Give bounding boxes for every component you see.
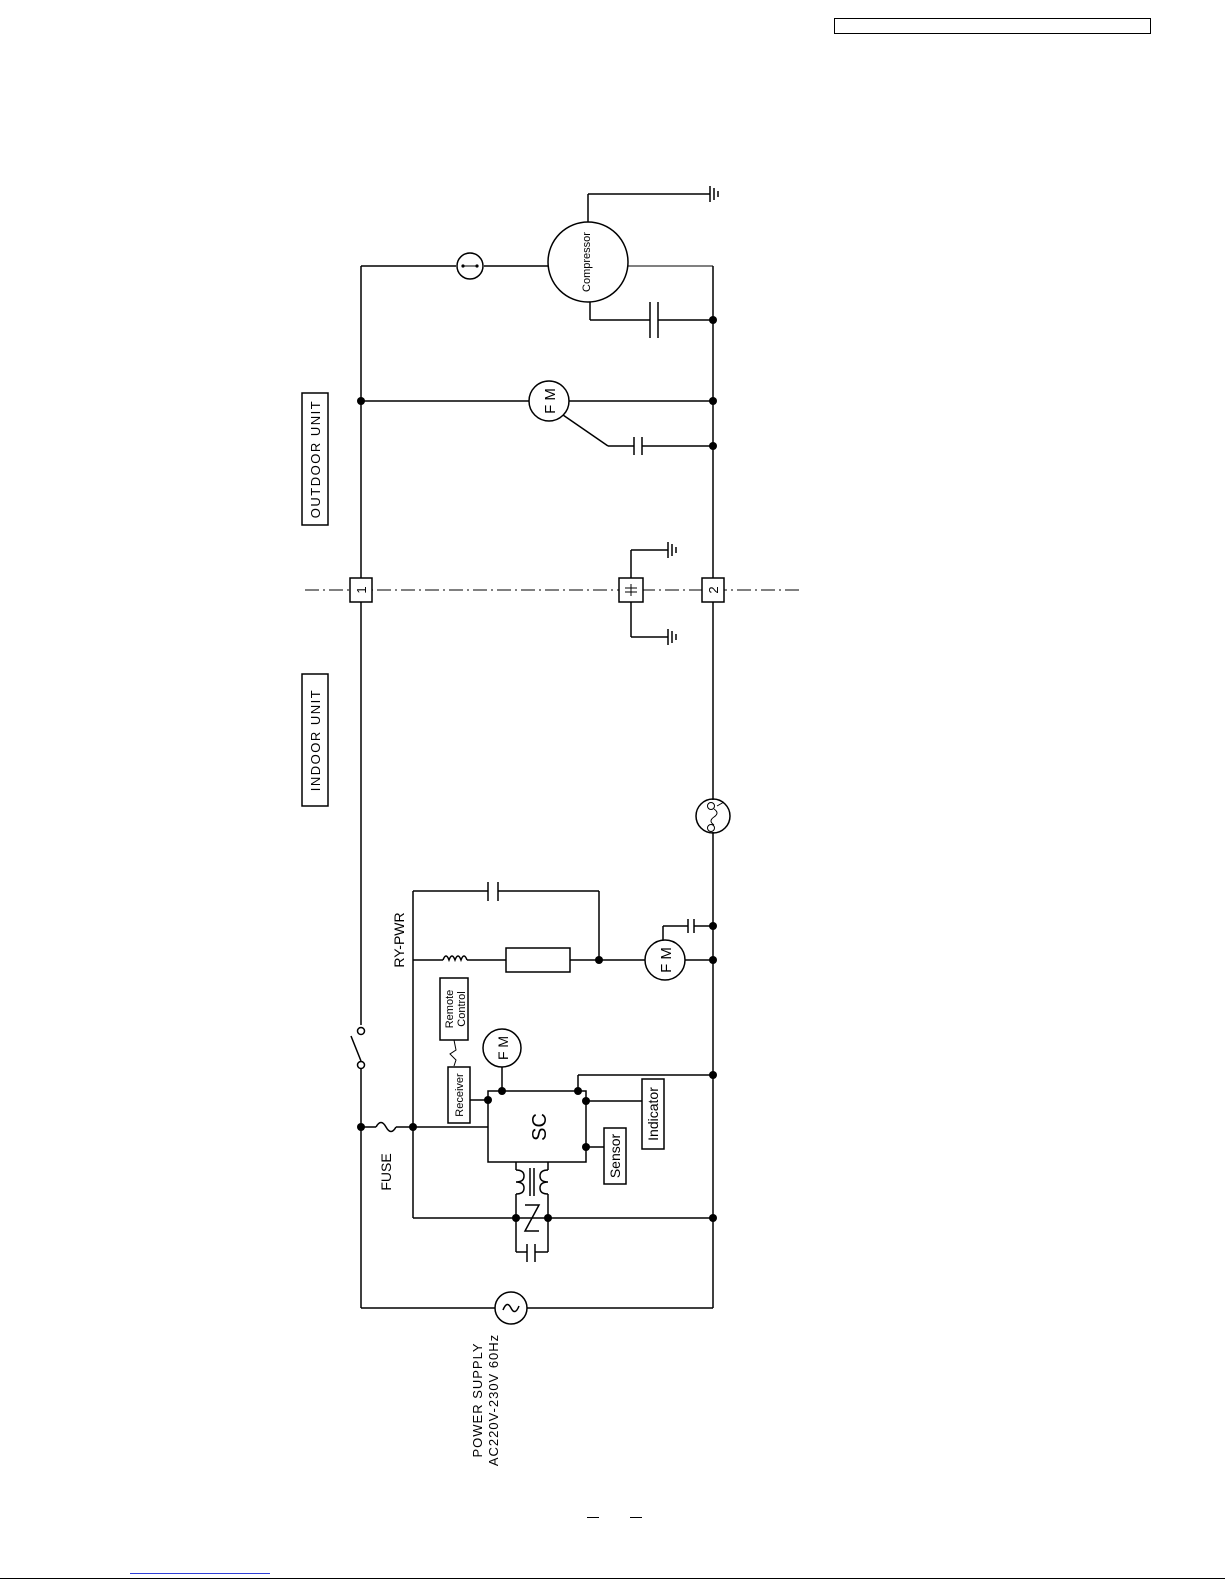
junction-dot (709, 922, 717, 930)
junction-dot (709, 1214, 717, 1222)
overload-protector-icon (457, 253, 483, 279)
ground-icon (668, 629, 676, 645)
indicator-label: Indicator (645, 1087, 661, 1141)
outdoor-unit-box: OUTDOOR UNIT (302, 393, 328, 525)
indicator-box: Indicator (642, 1079, 664, 1149)
louver-motor-label: F M (495, 1036, 511, 1060)
line-n (628, 266, 713, 1308)
terminal-1: 1 (350, 578, 372, 602)
sensor-box: Sensor (604, 1128, 626, 1184)
transformer-icon (516, 1162, 548, 1218)
junction-dot (709, 956, 717, 964)
indoor-fan-motor-label: F M (658, 947, 675, 973)
controller-label: SC (529, 1113, 551, 1141)
earth-terminal (619, 550, 668, 637)
compressor-icon: Compressor (548, 222, 628, 302)
remote-control-box: Remote Control (440, 978, 468, 1040)
indoor-fan-motor-icon: F M (645, 940, 685, 980)
compressor-capacitor-icon (650, 302, 658, 338)
power-supply-label-1: POWER SUPPLY (470, 1342, 485, 1457)
ac-source-icon (495, 1292, 527, 1324)
ir-signal-icon (450, 1040, 456, 1066)
junction-dot (709, 1071, 717, 1079)
outdoor-unit-label: OUTDOOR UNIT (308, 400, 323, 518)
indoor-fan-capacitor-icon (688, 919, 694, 933)
line-l (361, 266, 548, 1308)
terminal-1-label: 1 (354, 586, 369, 593)
junction-dot (709, 316, 717, 324)
junction-dot (709, 442, 717, 450)
receiver-label: Receiver (454, 1073, 466, 1117)
ground-icon (710, 186, 718, 202)
ground-icon (668, 542, 676, 558)
controller-box: SC (488, 1091, 586, 1162)
junction-dot (357, 397, 365, 405)
terminal-2: 2 (702, 578, 724, 602)
junction-dot (709, 397, 717, 405)
outdoor-fan-motor-label: F M (542, 388, 559, 414)
sensor-label: Sensor (607, 1133, 623, 1178)
indoor-unit-box: INDOOR UNIT (302, 674, 328, 806)
relay-switch-icon (351, 1028, 365, 1069)
thermal-device-icon (696, 799, 730, 833)
snubber-capacitor-icon (488, 882, 498, 901)
power-supply-label-2: AC220V-230V 60Hz (486, 1334, 501, 1466)
louver-motor-icon: F M (483, 1029, 521, 1067)
junction-dot (595, 956, 603, 964)
relay-coil-icon (443, 956, 467, 960)
outdoor-fan-capacitor-icon (634, 437, 642, 455)
fuse-label: FUSE (378, 1153, 394, 1190)
resistor-icon (506, 948, 570, 972)
receiver-box: Receiver (448, 1067, 470, 1123)
indoor-unit-label: INDOOR UNIT (308, 689, 323, 791)
remote-control-label-2: Control (456, 991, 468, 1026)
remote-control-label-1: Remote (444, 990, 456, 1029)
relay-label: RY-PWR (391, 912, 407, 967)
compressor-label: Compressor (581, 232, 593, 292)
filter-capacitor-icon (527, 1244, 535, 1262)
fuse-icon (376, 1123, 396, 1132)
terminal-2-label: 2 (706, 586, 721, 593)
outdoor-fan-cap-wire (563, 415, 608, 446)
